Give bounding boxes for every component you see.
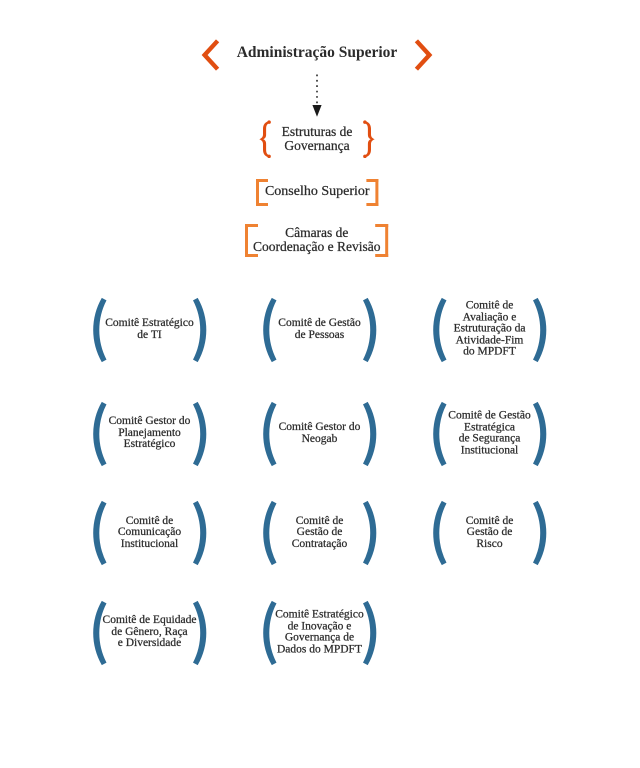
left-parenthesis-icon	[262, 500, 276, 566]
left-parenthesis-icon	[432, 500, 446, 566]
left-parenthesis-icon	[92, 401, 106, 466]
node-estruturas-de-governanca: Estruturas de Governança	[259, 119, 375, 159]
left-brace-icon	[259, 119, 271, 158]
right-parenthesis-icon	[363, 297, 377, 362]
left-parenthesis-icon	[92, 500, 106, 566]
left-parenthesis-icon	[92, 297, 106, 362]
left-bracket-icon	[256, 179, 269, 206]
right-parenthesis-icon	[363, 600, 377, 665]
right-bracket-icon	[375, 224, 389, 257]
right-parenthesis-icon	[193, 401, 207, 466]
right-bracket-icon	[366, 179, 379, 206]
connector-arrow-icon	[312, 74, 322, 117]
right-parenthesis-icon	[363, 401, 377, 466]
left-parenthesis-icon	[432, 401, 446, 466]
left-parenthesis-icon	[262, 297, 276, 362]
left-parenthesis-icon	[432, 297, 446, 362]
right-parenthesis-icon	[533, 401, 547, 466]
right-parenthesis-icon	[193, 500, 207, 566]
node-conselho-superior: Conselho Superior	[256, 179, 379, 206]
chevron-left-icon[interactable]	[201, 39, 220, 71]
node-label: Conselho Superior	[264, 184, 370, 200]
left-parenthesis-icon	[262, 600, 276, 665]
right-parenthesis-icon	[193, 297, 207, 362]
page-title: Administração Superior	[236, 43, 398, 61]
node-camaras-coordenacao-revisao: Câmaras de Coordenação e Revisão	[245, 224, 389, 257]
chevron-right-icon[interactable]	[414, 39, 433, 71]
left-parenthesis-icon	[92, 600, 106, 665]
right-brace-icon	[363, 119, 375, 158]
right-parenthesis-icon	[363, 500, 377, 566]
node-label: Estruturas de Governança	[281, 123, 353, 153]
left-parenthesis-icon	[262, 401, 276, 466]
right-parenthesis-icon	[193, 600, 207, 665]
right-parenthesis-icon	[533, 500, 547, 566]
right-parenthesis-icon	[533, 297, 547, 362]
left-bracket-icon	[245, 224, 259, 257]
node-label: Câmaras de Coordenação e Revisão	[253, 225, 381, 255]
